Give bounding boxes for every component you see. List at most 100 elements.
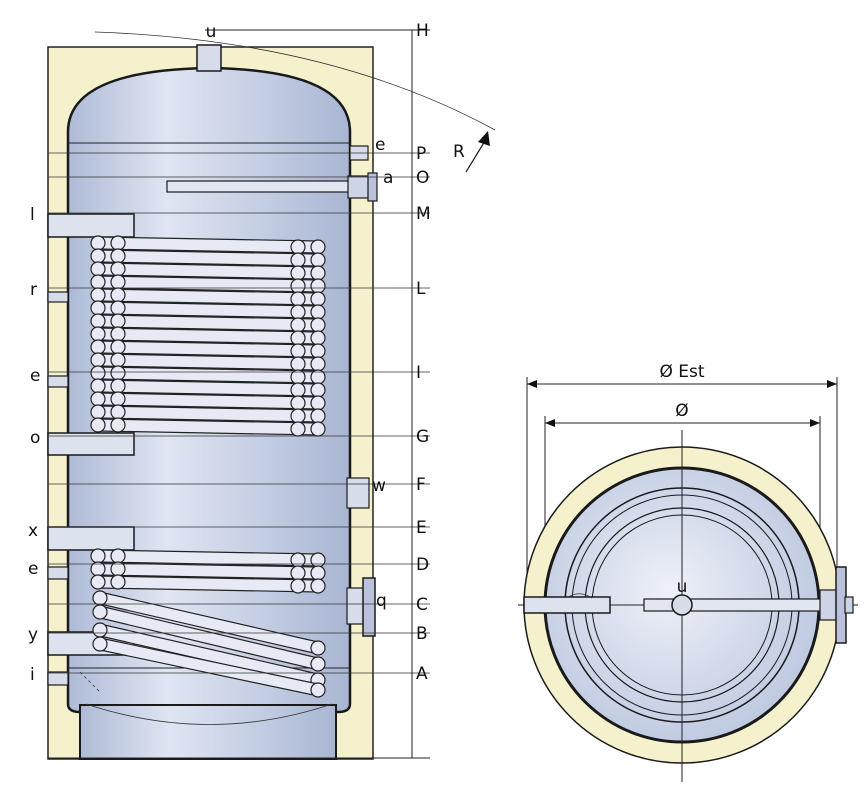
- coil-section-left: [90, 300, 106, 316]
- coil-section-left: [110, 261, 126, 277]
- coil-section-left: [90, 274, 106, 290]
- nozzle-o: [47, 432, 135, 456]
- right-connection-labels: ea w q: [372, 135, 393, 611]
- coil-section-right: [310, 291, 326, 307]
- coil-section-left: [110, 248, 126, 264]
- level-label-M: M: [416, 204, 431, 224]
- inner-dim-arrow-left: [545, 419, 555, 427]
- left-label-i: i: [30, 665, 35, 685]
- lower-heating-coil: [90, 548, 326, 698]
- coil-section-right: [290, 278, 306, 294]
- coil-section-right: [290, 395, 306, 411]
- coil-section-left: [90, 391, 106, 407]
- coil-section-left: [110, 378, 126, 394]
- top-view-center-fitting: [671, 594, 693, 616]
- left-label-e: e: [30, 366, 40, 386]
- coil-section-left: [110, 326, 126, 342]
- inner-dim-arrow-right: [810, 419, 820, 427]
- coil-section-right: [290, 239, 306, 255]
- coil-section-left: [110, 339, 126, 355]
- coil-section-left: [90, 404, 106, 420]
- coil-section-right: [310, 265, 326, 281]
- coil-section-left: [110, 352, 126, 368]
- coil-section-left: [92, 636, 108, 652]
- level-lines: [48, 152, 430, 674]
- right-label-w: w: [372, 476, 386, 496]
- level-label-E: E: [416, 518, 427, 538]
- coil-section-right: [310, 304, 326, 320]
- label-top-u: u: [206, 22, 217, 42]
- coil-section-left: [110, 313, 126, 329]
- coil-section-left: [90, 417, 106, 433]
- coil-section-left: [110, 365, 126, 381]
- coil-section-right: [310, 317, 326, 333]
- left-label-r: r: [30, 280, 37, 300]
- bottom-dome: [85, 703, 333, 725]
- top-view-left-nozzle-curve: [567, 593, 593, 599]
- coil-section-right: [290, 317, 306, 333]
- coil-section-left: [110, 404, 126, 420]
- coil-section-left: [90, 261, 106, 277]
- level-label-C: C: [416, 595, 428, 615]
- coil-section-left: [90, 339, 106, 355]
- coil-section-right: [290, 265, 306, 281]
- coil-section-right: [310, 395, 326, 411]
- right-label-a: a: [383, 168, 393, 188]
- nozzle-x: [47, 526, 135, 551]
- nozzle-e-low: [47, 566, 69, 580]
- sensor-flange: [367, 172, 378, 202]
- coil-section-left: [90, 548, 106, 564]
- right-label-e: e: [375, 135, 385, 155]
- level-label-F: F: [416, 475, 426, 495]
- level-label-P: P: [416, 144, 426, 164]
- coil-section-right: [310, 552, 326, 568]
- coil-section-left: [90, 365, 106, 381]
- coil-section-right: [310, 343, 326, 359]
- coil-section-left: [110, 274, 126, 290]
- left-label-l: l: [30, 205, 35, 225]
- coil-section-left: [90, 235, 106, 251]
- nozzle-e-mid: [47, 375, 69, 388]
- coil-section-right: [290, 291, 306, 307]
- coil-section-left: [90, 326, 106, 342]
- coil-section-left: [90, 313, 106, 329]
- coil-section-left: [90, 352, 106, 368]
- upper-heating-coil: [90, 235, 326, 437]
- coil-section-right: [310, 421, 326, 437]
- coil-section-right: [310, 408, 326, 424]
- flange-q: [362, 577, 376, 637]
- left-label-y: y: [28, 625, 38, 645]
- coil-section-right: [310, 578, 326, 594]
- level-label-L: L: [416, 279, 426, 299]
- coil-section-left: [110, 235, 126, 251]
- nozzle-i: [47, 671, 69, 686]
- top-view-right-cap: [844, 596, 854, 614]
- right-label-q: q: [376, 591, 387, 611]
- coil-section-right: [290, 382, 306, 398]
- radius-arrowhead: [478, 131, 490, 146]
- coil-section-left: [92, 590, 108, 606]
- left-label-x: x: [28, 521, 38, 541]
- label-top-view-center: u: [677, 577, 688, 597]
- coil-section-left: [90, 378, 106, 394]
- level-label-G: G: [416, 427, 429, 447]
- coil-section-left: [92, 604, 108, 620]
- coil-section-right: [310, 682, 326, 698]
- coil-section-left: [92, 622, 108, 638]
- coil-section-right: [290, 421, 306, 437]
- level-label-A: A: [416, 664, 428, 684]
- coil-section-right: [310, 640, 326, 656]
- drain-dash: [79, 671, 101, 693]
- nozzle-l: [47, 213, 135, 238]
- radius-arc: [94, 31, 496, 131]
- coil-section-right: [290, 578, 306, 594]
- coil-section-right: [290, 565, 306, 581]
- coil-section-right: [310, 239, 326, 255]
- level-label-H: H: [416, 21, 429, 41]
- coil-section-left: [110, 574, 126, 590]
- coil-section-right: [290, 343, 306, 359]
- coil-section-right: [290, 552, 306, 568]
- level-label-I: I: [416, 363, 421, 383]
- coil-section-right: [310, 656, 326, 672]
